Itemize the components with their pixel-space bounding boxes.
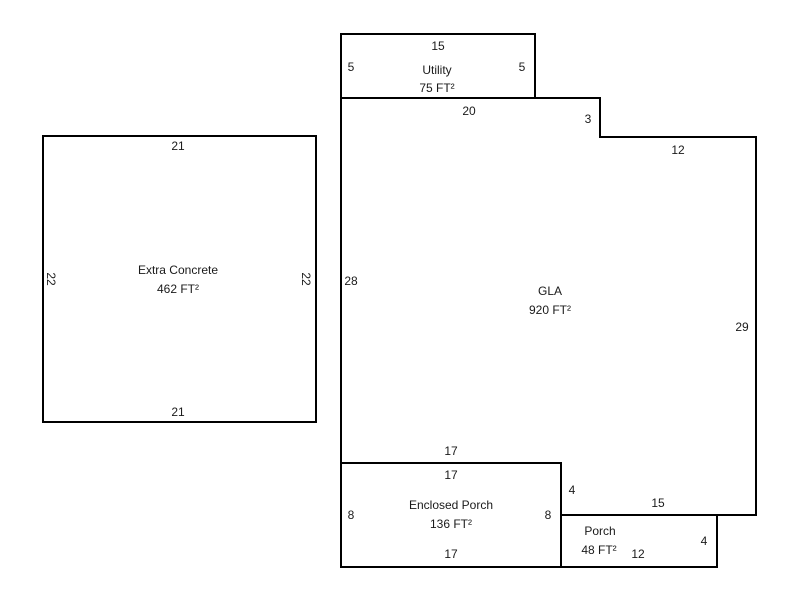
dim-right: 5 (519, 60, 526, 74)
dim-step: 3 (585, 112, 592, 126)
area-size: 920 FT² (529, 303, 571, 317)
porch-area[interactable]: Porch 48 FT² 12 4 (560, 514, 718, 568)
area-size: 462 FT² (157, 282, 199, 296)
dim-top: 21 (171, 139, 185, 153)
utility-area[interactable]: 15 5 5 Utility 75 FT² (340, 33, 536, 99)
dim-right: 22 (299, 272, 313, 286)
area-name: Utility (422, 63, 451, 77)
area-name: GLA (538, 284, 562, 298)
area-size: 48 FT² (581, 543, 616, 557)
porch-outline (560, 514, 718, 568)
dim-bottom-right: 15 (651, 496, 665, 510)
dim-right: 29 (735, 320, 749, 334)
dim-left: 5 (348, 60, 355, 74)
dim-bottom-left: 17 (444, 444, 458, 458)
dim-top: 15 (431, 39, 445, 53)
dim-right: 8 (545, 508, 552, 522)
dim-top-right: 12 (671, 143, 685, 157)
area-size: 75 FT² (419, 81, 454, 95)
area-name: Enclosed Porch (409, 498, 493, 512)
dim-left: 8 (348, 508, 355, 522)
extra-concrete-outline (42, 135, 317, 423)
dim-bottom: 17 (444, 547, 458, 561)
dim-top: 17 (444, 468, 458, 482)
gla-area[interactable]: 20 3 12 28 29 17 15 4 GLA 920 FT² (340, 97, 757, 516)
dim-inner-step: 4 (569, 483, 576, 497)
dim-left: 22 (44, 272, 58, 286)
dim-bottom: 12 (631, 547, 645, 561)
extra-concrete-area[interactable]: 21 21 22 22 Extra Concrete 462 FT² (42, 135, 317, 423)
enclosed-porch-area[interactable]: 17 17 8 8 Enclosed Porch 136 FT² (340, 462, 562, 568)
dim-left: 28 (344, 274, 358, 288)
area-name: Extra Concrete (138, 263, 218, 277)
area-size: 136 FT² (430, 517, 472, 531)
dim-right: 4 (701, 534, 708, 548)
dim-top: 20 (462, 104, 476, 118)
dim-bottom: 21 (171, 405, 185, 419)
area-name: Porch (584, 524, 615, 538)
